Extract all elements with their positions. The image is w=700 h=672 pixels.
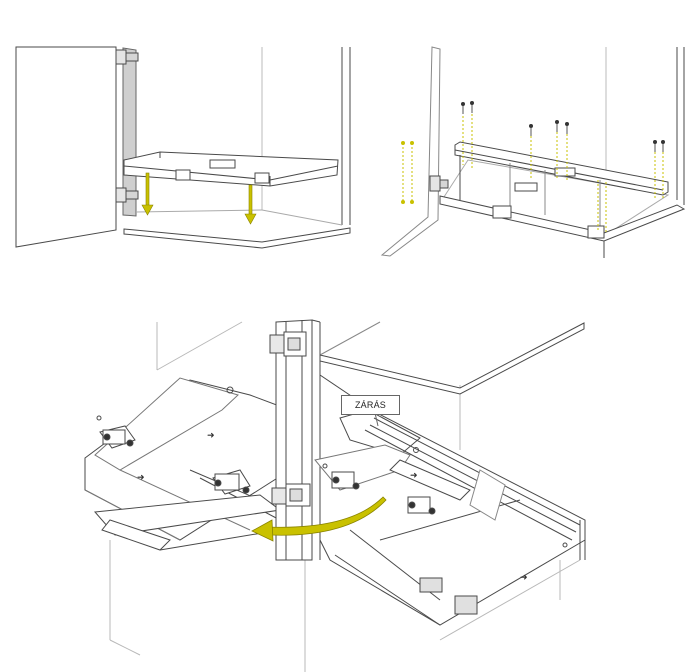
svg-text:➜: ➜ bbox=[520, 572, 528, 582]
curved-arrow-icon bbox=[251, 496, 387, 542]
screw-icon bbox=[460, 100, 666, 153]
panel-step-2 bbox=[380, 46, 686, 258]
hinge-icon bbox=[115, 187, 139, 203]
screw-guides bbox=[402, 110, 664, 232]
down-arrow-icon bbox=[141, 172, 154, 216]
svg-text:➜: ➜ bbox=[410, 470, 418, 480]
svg-text:➜: ➜ bbox=[137, 472, 145, 482]
lock-mechanism bbox=[407, 496, 436, 515]
hinge-icon bbox=[429, 175, 449, 192]
closing-label: ZÁRÁS bbox=[341, 395, 400, 415]
hinge-icon bbox=[115, 49, 139, 65]
panel-step-3: ➜ ➜ bbox=[84, 319, 586, 672]
svg-text:➜: ➜ bbox=[207, 430, 215, 440]
lock-mechanism bbox=[212, 469, 251, 495]
hinge-icon bbox=[271, 483, 311, 507]
hinge-icon bbox=[269, 331, 307, 357]
down-arrow-icon bbox=[244, 184, 257, 225]
hinge-icon bbox=[419, 577, 478, 615]
lock-mechanism bbox=[331, 471, 360, 490]
panel-step-1 bbox=[15, 46, 351, 249]
lock-mechanism bbox=[99, 425, 136, 449]
